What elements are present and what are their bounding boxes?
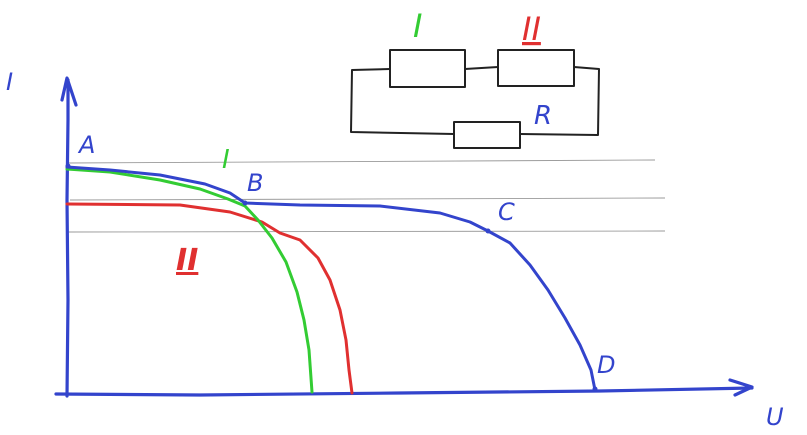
wire-between-elements	[464, 66, 499, 70]
circuit-schematic	[350, 49, 600, 149]
wire-left-loop	[350, 68, 455, 135]
guide-line-c	[67, 230, 666, 233]
guide-line-b	[69, 197, 666, 201]
element-i-box	[389, 49, 466, 88]
resistor-box	[453, 121, 521, 149]
element-ii-box	[497, 49, 575, 87]
x-axis-label: U	[766, 403, 784, 431]
x-axis	[54, 386, 754, 397]
circuit-element-ii-label: II	[522, 10, 541, 48]
wire-right-loop	[519, 66, 600, 136]
marker-d	[592, 386, 598, 392]
curve-sum	[65, 165, 597, 392]
marker-a	[65, 163, 71, 169]
y-axis-arrow	[60, 76, 78, 107]
circuit-element-i-label: I	[413, 7, 422, 45]
curve-ii-label: II	[176, 243, 198, 278]
curve-i-label: I	[222, 145, 230, 175]
y-axis	[65, 78, 70, 398]
guide-lines	[67, 159, 666, 233]
point-markers	[65, 163, 598, 392]
point-c-label: C	[498, 198, 515, 226]
y-axis-label: I	[6, 68, 13, 96]
guide-line-a	[67, 159, 656, 164]
point-b-label: B	[247, 169, 263, 197]
x-axis-arrow	[728, 378, 754, 397]
point-a-label: A	[77, 131, 95, 159]
point-d-label: D	[597, 351, 615, 379]
circuit-resistor-label: R	[534, 101, 552, 131]
marker-b	[242, 200, 248, 206]
curve-ii	[65, 202, 354, 395]
curve-i	[65, 167, 314, 394]
marker-c	[485, 228, 491, 234]
axes	[54, 76, 754, 398]
